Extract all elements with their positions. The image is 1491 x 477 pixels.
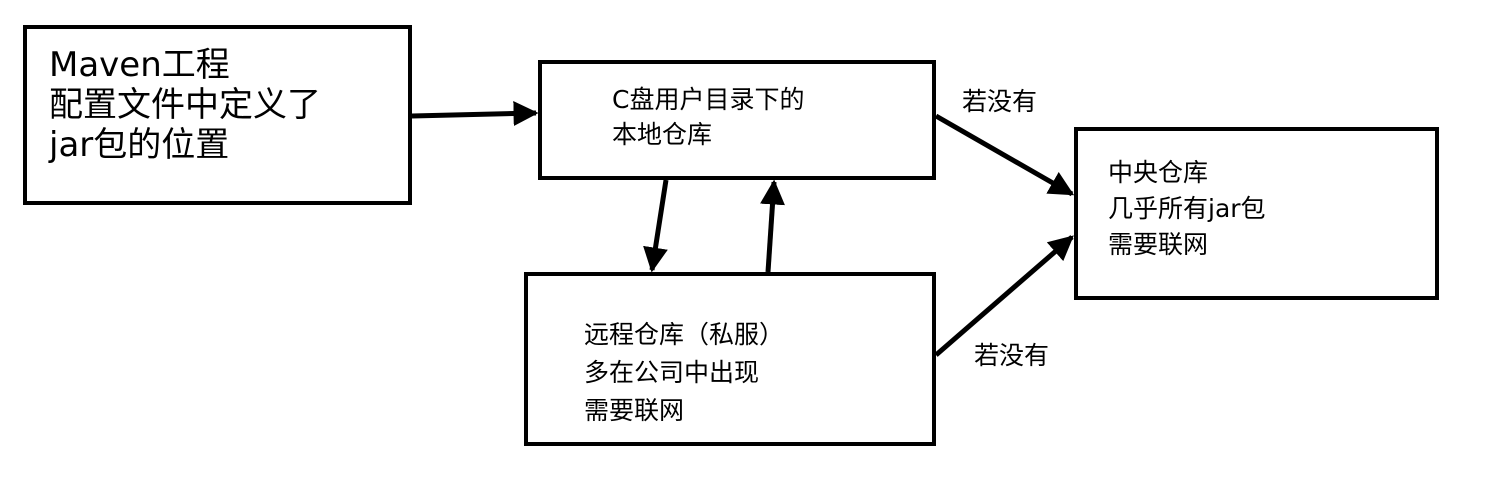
remote-repository-line-3: 需要联网 (584, 396, 685, 425)
arrow-local-to-central (934, 113, 1075, 197)
central-repository-text: 中央仓库 几乎所有jar包 需要联网 (1108, 155, 1266, 263)
remote-repository-line-2: 多在公司中出现 (584, 358, 760, 387)
arrow-remote-to-local (760, 179, 785, 273)
arrow-maven-to-local (411, 101, 539, 127)
edge-label-remote-to-central: 若没有 (974, 341, 1050, 370)
central-repository-line-2: 几乎所有jar包 (1108, 194, 1266, 223)
maven-project-line-3: jar包的位置 (49, 125, 230, 165)
edge-label-local-to-central: 若没有 (962, 87, 1038, 116)
maven-project-box: Maven工程 配置文件中定义了 jar包的位置 (23, 25, 412, 205)
maven-project-line-2: 配置文件中定义了 (49, 85, 321, 125)
remote-repository-text: 远程仓库（私服） 多在公司中出现 需要联网 (584, 316, 784, 430)
local-repository-line-1: C盘用户目录下的 (612, 85, 805, 114)
arrow-local-to-remote (643, 179, 669, 273)
remote-repository-line-1: 远程仓库（私服） (584, 320, 785, 349)
local-repository-line-2: 本地仓库 (612, 120, 713, 149)
maven-project-text: Maven工程 配置文件中定义了 jar包的位置 (49, 45, 321, 165)
central-repository-box: 中央仓库 几乎所有jar包 需要联网 (1074, 127, 1439, 300)
central-repository-line-3: 需要联网 (1108, 230, 1209, 259)
local-repository-text: C盘用户目录下的 本地仓库 (612, 82, 804, 152)
local-repository-box: C盘用户目录下的 本地仓库 (538, 60, 936, 180)
remote-repository-box: 远程仓库（私服） 多在公司中出现 需要联网 (524, 272, 936, 446)
maven-project-line-1: Maven工程 (49, 45, 230, 85)
central-repository-line-1: 中央仓库 (1108, 158, 1209, 187)
